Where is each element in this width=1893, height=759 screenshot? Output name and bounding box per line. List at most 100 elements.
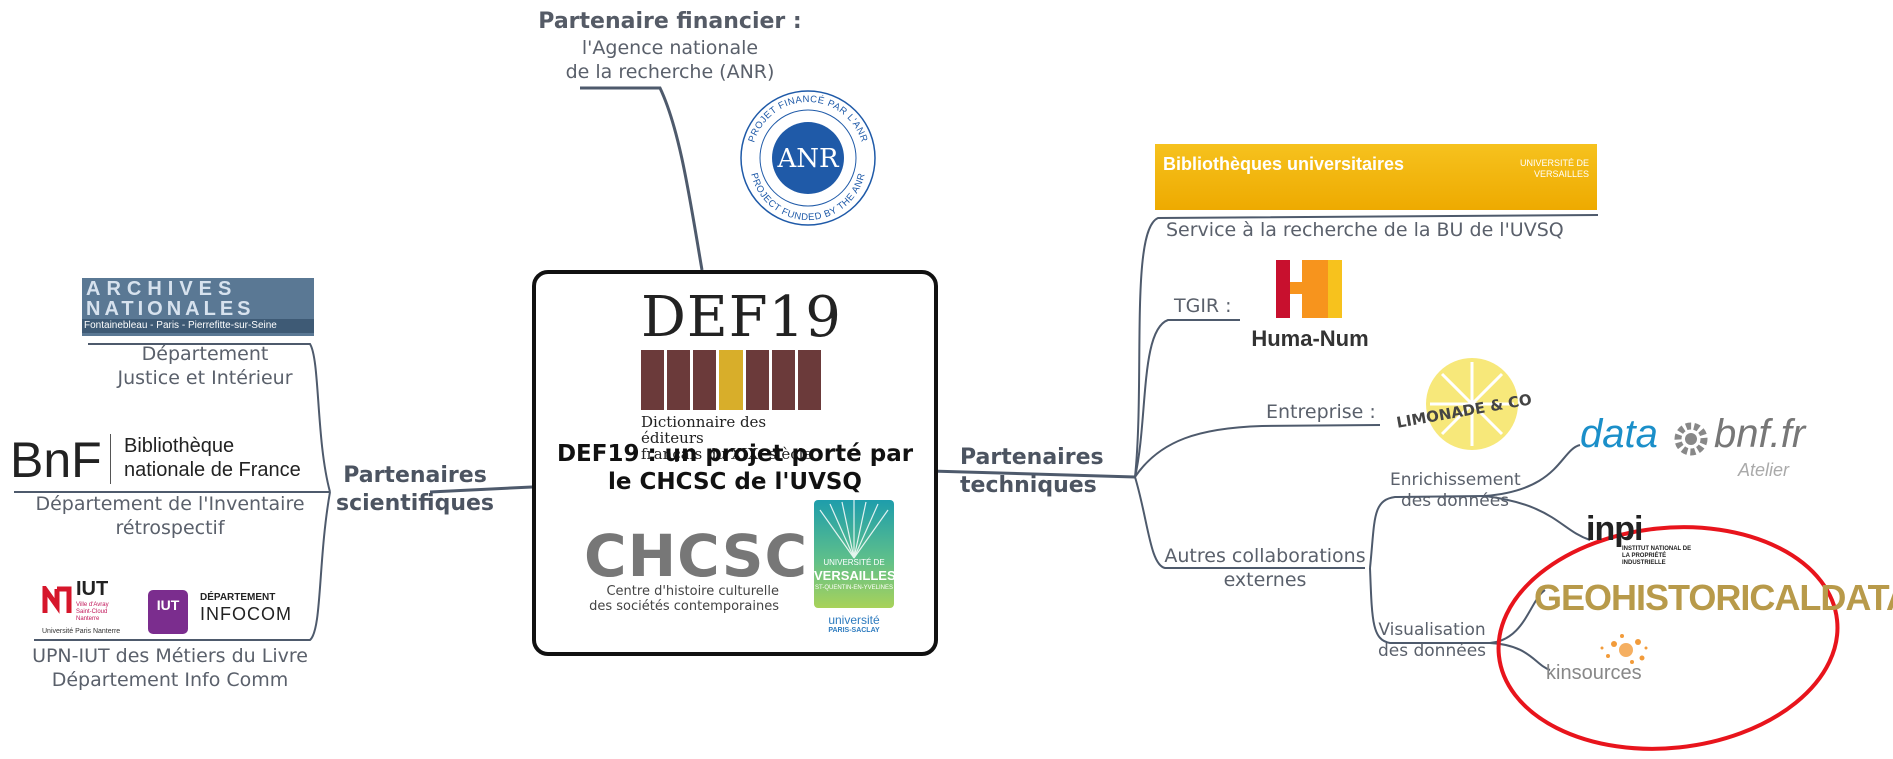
kinsources-dots-icon <box>1596 632 1652 668</box>
gear-icon <box>1672 420 1710 458</box>
archives-logo-line2: NATIONALES <box>86 298 255 320</box>
bnf-logo-name2: nationale de France <box>124 459 301 481</box>
bnf-logo-name1: Bibliothèque <box>124 435 235 457</box>
central-node: DEF19 Dictionnaire des éditeurs français… <box>532 270 938 656</box>
archives-logo-sub: Fontainebleau - Paris - Pierrefitte-sur-… <box>82 319 314 333</box>
iut-logo: IUT <box>76 578 109 600</box>
tgir-label: TGIR : <box>1174 295 1232 317</box>
bnf-logo-mark: BnF <box>10 432 102 488</box>
def19-logo-title: DEF19 <box>641 285 842 350</box>
paris-saclay-logo-line2: PARIS-SACLAY <box>828 627 880 634</box>
right-to-tgir <box>1134 319 1240 478</box>
archives-dept-line2: Justice et Intérieur <box>117 367 293 389</box>
right-branch-line1: Partenaires <box>960 445 1104 470</box>
archives-logo-line1: ARCHIVES <box>86 278 238 300</box>
geohistoricaldata-logo: GEOHISTORICALDATA <box>1534 577 1893 618</box>
kinsources-logo: kinsources <box>1540 630 1670 694</box>
uvsq-logo-text1: UNIVERSITÉ DE <box>823 558 885 567</box>
top-partner-line1: l'Agence nationale <box>581 37 759 59</box>
huma-num-logo: Huma-Num <box>1240 256 1380 354</box>
huma-num-text: Huma-Num <box>1251 326 1369 351</box>
upn-dept: UPN-IUT des Métiers du Livre Département… <box>20 644 320 692</box>
left-to-upn <box>34 491 331 641</box>
enrich-line1: Enrichissement <box>1390 470 1521 490</box>
chcsc-logo-sub1: Centre d'histoire culturelle <box>606 584 779 599</box>
chcsc-logo-sub2: des sociétés contemporaines <box>589 599 779 614</box>
archives-dept: Département Justice et Intérieur <box>70 342 340 390</box>
left-branch-label: Partenaires scientifiques <box>330 462 500 518</box>
enrich-label: Enrichissement des données <box>1390 470 1521 512</box>
autres-label: Autres collaborations externes <box>1160 544 1370 592</box>
inpi-logo: inpi INSTITUT NATIONAL DE LA PROPRIÉTÉ I… <box>1586 510 1696 568</box>
databnf-data: data <box>1580 412 1658 456</box>
right-to-bu <box>1134 214 1599 478</box>
top-partner-label: Partenaire financier : l'Agence national… <box>520 8 820 84</box>
left-connector <box>429 485 533 494</box>
databnf-atelier: Atelier <box>1738 460 1790 480</box>
autres-line1: Autres collaborations <box>1164 545 1366 567</box>
visu-line1: Visualisation <box>1378 620 1486 640</box>
bu-banner-text: Bibliothèques universitaires <box>1163 154 1405 174</box>
bu-banner: Bibliothèques universitaires UNIVERSITÉ … <box>1155 144 1597 210</box>
paris-saclay-logo: université PARIS-SACLAY <box>814 614 894 635</box>
enrich-to-inpi <box>1484 495 1591 541</box>
right-to-entreprise <box>1134 424 1381 478</box>
uvsq-logo: UNIVERSITÉ DE VERSAILLES ST-QUENTIN-EN-Y… <box>814 500 894 608</box>
right-branch-label: Partenaires techniques <box>960 444 1140 500</box>
bu-caption: Service à la recherche de la BU de l'UVS… <box>1166 219 1564 241</box>
anr-badge-text: ANR <box>776 144 840 174</box>
kinsources-text: kinsources <box>1546 662 1642 684</box>
autres-to-visu <box>1369 567 1490 644</box>
upn-iut-logos: IUT Ville d'Avray Saint-Cloud Nanterre U… <box>42 568 312 640</box>
def19-logo: DEF19 Dictionnaire des éditeurs français… <box>641 285 842 463</box>
left-branch-line1: Partenaires <box>343 463 487 488</box>
upn-dept-line2: Département Info Comm <box>51 669 289 691</box>
inpi-text: inpi <box>1586 510 1643 548</box>
upn-dept-line1: UPN-IUT des Métiers du Livre <box>32 645 308 667</box>
infocom-name: INFOCOM <box>200 604 292 624</box>
right-connector <box>929 469 1136 479</box>
autres-to-enrich <box>1369 495 1486 569</box>
paris-saclay-logo-line1: université <box>828 613 880 627</box>
upn-n-icon <box>42 581 72 616</box>
bu-banner-uvsq: UNIVERSITÉ DE VERSAILLES <box>1519 158 1589 179</box>
chcsc-logo: CHCSC Centre d'histoire culturelle des s… <box>584 522 809 614</box>
infocom-dept: DÉPARTEMENT <box>200 592 276 603</box>
chcsc-logo-title: CHCSC <box>584 522 809 590</box>
databnf-bnf: bnf.fr <box>1714 412 1806 456</box>
left-branch-line2: scientifiques <box>335 491 495 516</box>
uvsq-logo-text2: VERSAILLES <box>814 568 894 583</box>
central-caption-line1: DEF19 : un projet porté par <box>556 441 914 467</box>
limonade-logo: LIMONADE & CO <box>1390 352 1540 462</box>
top-partner-line2: de la recherche (ANR) <box>565 61 775 83</box>
right-branch-line2: techniques <box>960 473 1097 498</box>
archives-dept-line1: Département <box>141 343 269 365</box>
autres-line2: externes <box>1223 569 1307 591</box>
uvsq-logo-text3: ST-QUENTIN-EN-YVELINES <box>814 585 893 591</box>
visu-line2: des données <box>1377 641 1487 661</box>
databnf-logo: data bnf.fr Atelier <box>1580 412 1812 482</box>
anr-logo: ANR PROJET FINANCÉ PAR L'ANR PROJECT FUN… <box>738 88 878 228</box>
visu-label: Visualisation des données <box>1372 620 1492 662</box>
bnf-logo: BnF Bibliothèque nationale de France <box>10 432 330 490</box>
top-connector <box>580 86 704 271</box>
def19-logo-books <box>641 350 821 410</box>
inpi-sub: INSTITUT NATIONAL DE LA PROPRIÉTÉ INDUST… <box>1622 546 1692 566</box>
central-caption: DEF19 : un projet porté par le CHCSC de … <box>536 440 934 496</box>
bnf-dept-line2: rétrospectif <box>115 517 225 539</box>
iut-logo-sub: Ville d'Avray Saint-Cloud Nanterre <box>76 602 109 622</box>
bnf-dept: Département de l'Inventaire rétrospectif <box>10 492 330 540</box>
upn-logo-sub: Université Paris Nanterre <box>42 628 121 635</box>
bnf-dept-line1: Département de l'Inventaire <box>35 493 305 515</box>
right-to-autres <box>1134 476 1365 569</box>
highlight-ellipse <box>1496 525 1840 751</box>
iut-purple-icon: IUT <box>148 590 188 634</box>
top-partner-title: Partenaire financier : <box>538 9 802 34</box>
central-caption-line2: le CHCSC de l'UVSQ <box>608 469 862 495</box>
enrich-line2: des données <box>1400 491 1510 511</box>
enrich-to-databnf <box>1484 444 1581 497</box>
left-to-archives <box>88 343 331 493</box>
entreprise-label: Entreprise : <box>1266 401 1376 423</box>
def19-logo-sub2: français du XIXᵉ siècle <box>641 445 813 463</box>
